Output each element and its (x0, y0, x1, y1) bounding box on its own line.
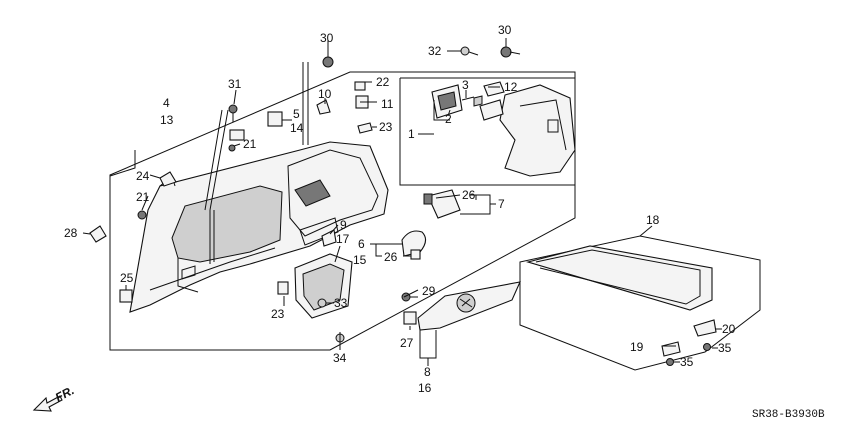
label-32: 32 (428, 44, 442, 58)
switch-bezel (431, 81, 505, 121)
label-34: 34 (333, 351, 347, 365)
tray-frame (519, 235, 761, 371)
tray-hook (693, 319, 717, 337)
front-direction-arrow: FR. (32, 383, 76, 412)
jack-lid (427, 189, 461, 219)
label-21-upper: 21 (243, 137, 257, 151)
label-5: 5 (293, 107, 300, 121)
label-18: 18 (646, 213, 660, 227)
label-30-top: 30 (320, 31, 334, 45)
label-30-right: 30 (498, 23, 512, 37)
rear-side-trim (417, 281, 521, 331)
lid-clip (423, 193, 433, 205)
label-6: 6 (358, 237, 365, 251)
upper-rear-trim (499, 84, 576, 177)
label-11: 11 (381, 97, 394, 111)
label-3: 3 (462, 78, 469, 92)
fasteners (89, 44, 711, 366)
main-assembly-frame (109, 71, 576, 351)
label-7: 7 (498, 197, 505, 211)
label-4: 4 (163, 96, 170, 110)
label-23-upper: 23 (379, 120, 393, 134)
label-23-lower: 23 (271, 307, 285, 321)
leader-lines (82, 38, 722, 366)
label-9: 9 (340, 218, 347, 232)
quarter-trim-panel (129, 141, 389, 313)
upper-inset-frame (399, 77, 575, 186)
label-26-lower: 26 (384, 250, 398, 264)
label-26-upper: 26 (462, 188, 476, 202)
label-21-lower: 21 (136, 190, 150, 204)
label-31: 31 (228, 77, 242, 91)
label-13: 13 (160, 113, 174, 127)
label-29: 29 (422, 284, 436, 298)
tray-clip (661, 341, 681, 357)
label-15: 15 (353, 253, 367, 267)
label-35-right: 35 (718, 341, 732, 355)
label-25: 25 (120, 271, 134, 285)
label-33: 33 (334, 296, 348, 310)
label-17: 17 (336, 232, 350, 246)
label-24: 24 (136, 169, 150, 183)
label-19: 19 (630, 340, 644, 354)
speaker-grille-bezel (294, 253, 353, 319)
label-16: 16 (418, 381, 432, 395)
diagram-code: SR38-B3930B (752, 409, 825, 421)
part-labels: 30 30 32 31 22 10 11 4 13 5 14 23 21 24 … (64, 23, 736, 395)
label-1: 1 (408, 127, 415, 141)
label-28: 28 (64, 226, 78, 240)
label-12: 12 (504, 80, 518, 94)
label-14: 14 (290, 121, 304, 135)
label-8: 8 (424, 365, 431, 379)
label-27: 27 (400, 336, 414, 350)
label-35-lower: 35 (680, 355, 694, 369)
label-20: 20 (722, 322, 736, 336)
label-2: 2 (445, 112, 452, 126)
label-10: 10 (318, 87, 332, 101)
label-22: 22 (376, 75, 390, 89)
cargo-tray (525, 245, 713, 311)
